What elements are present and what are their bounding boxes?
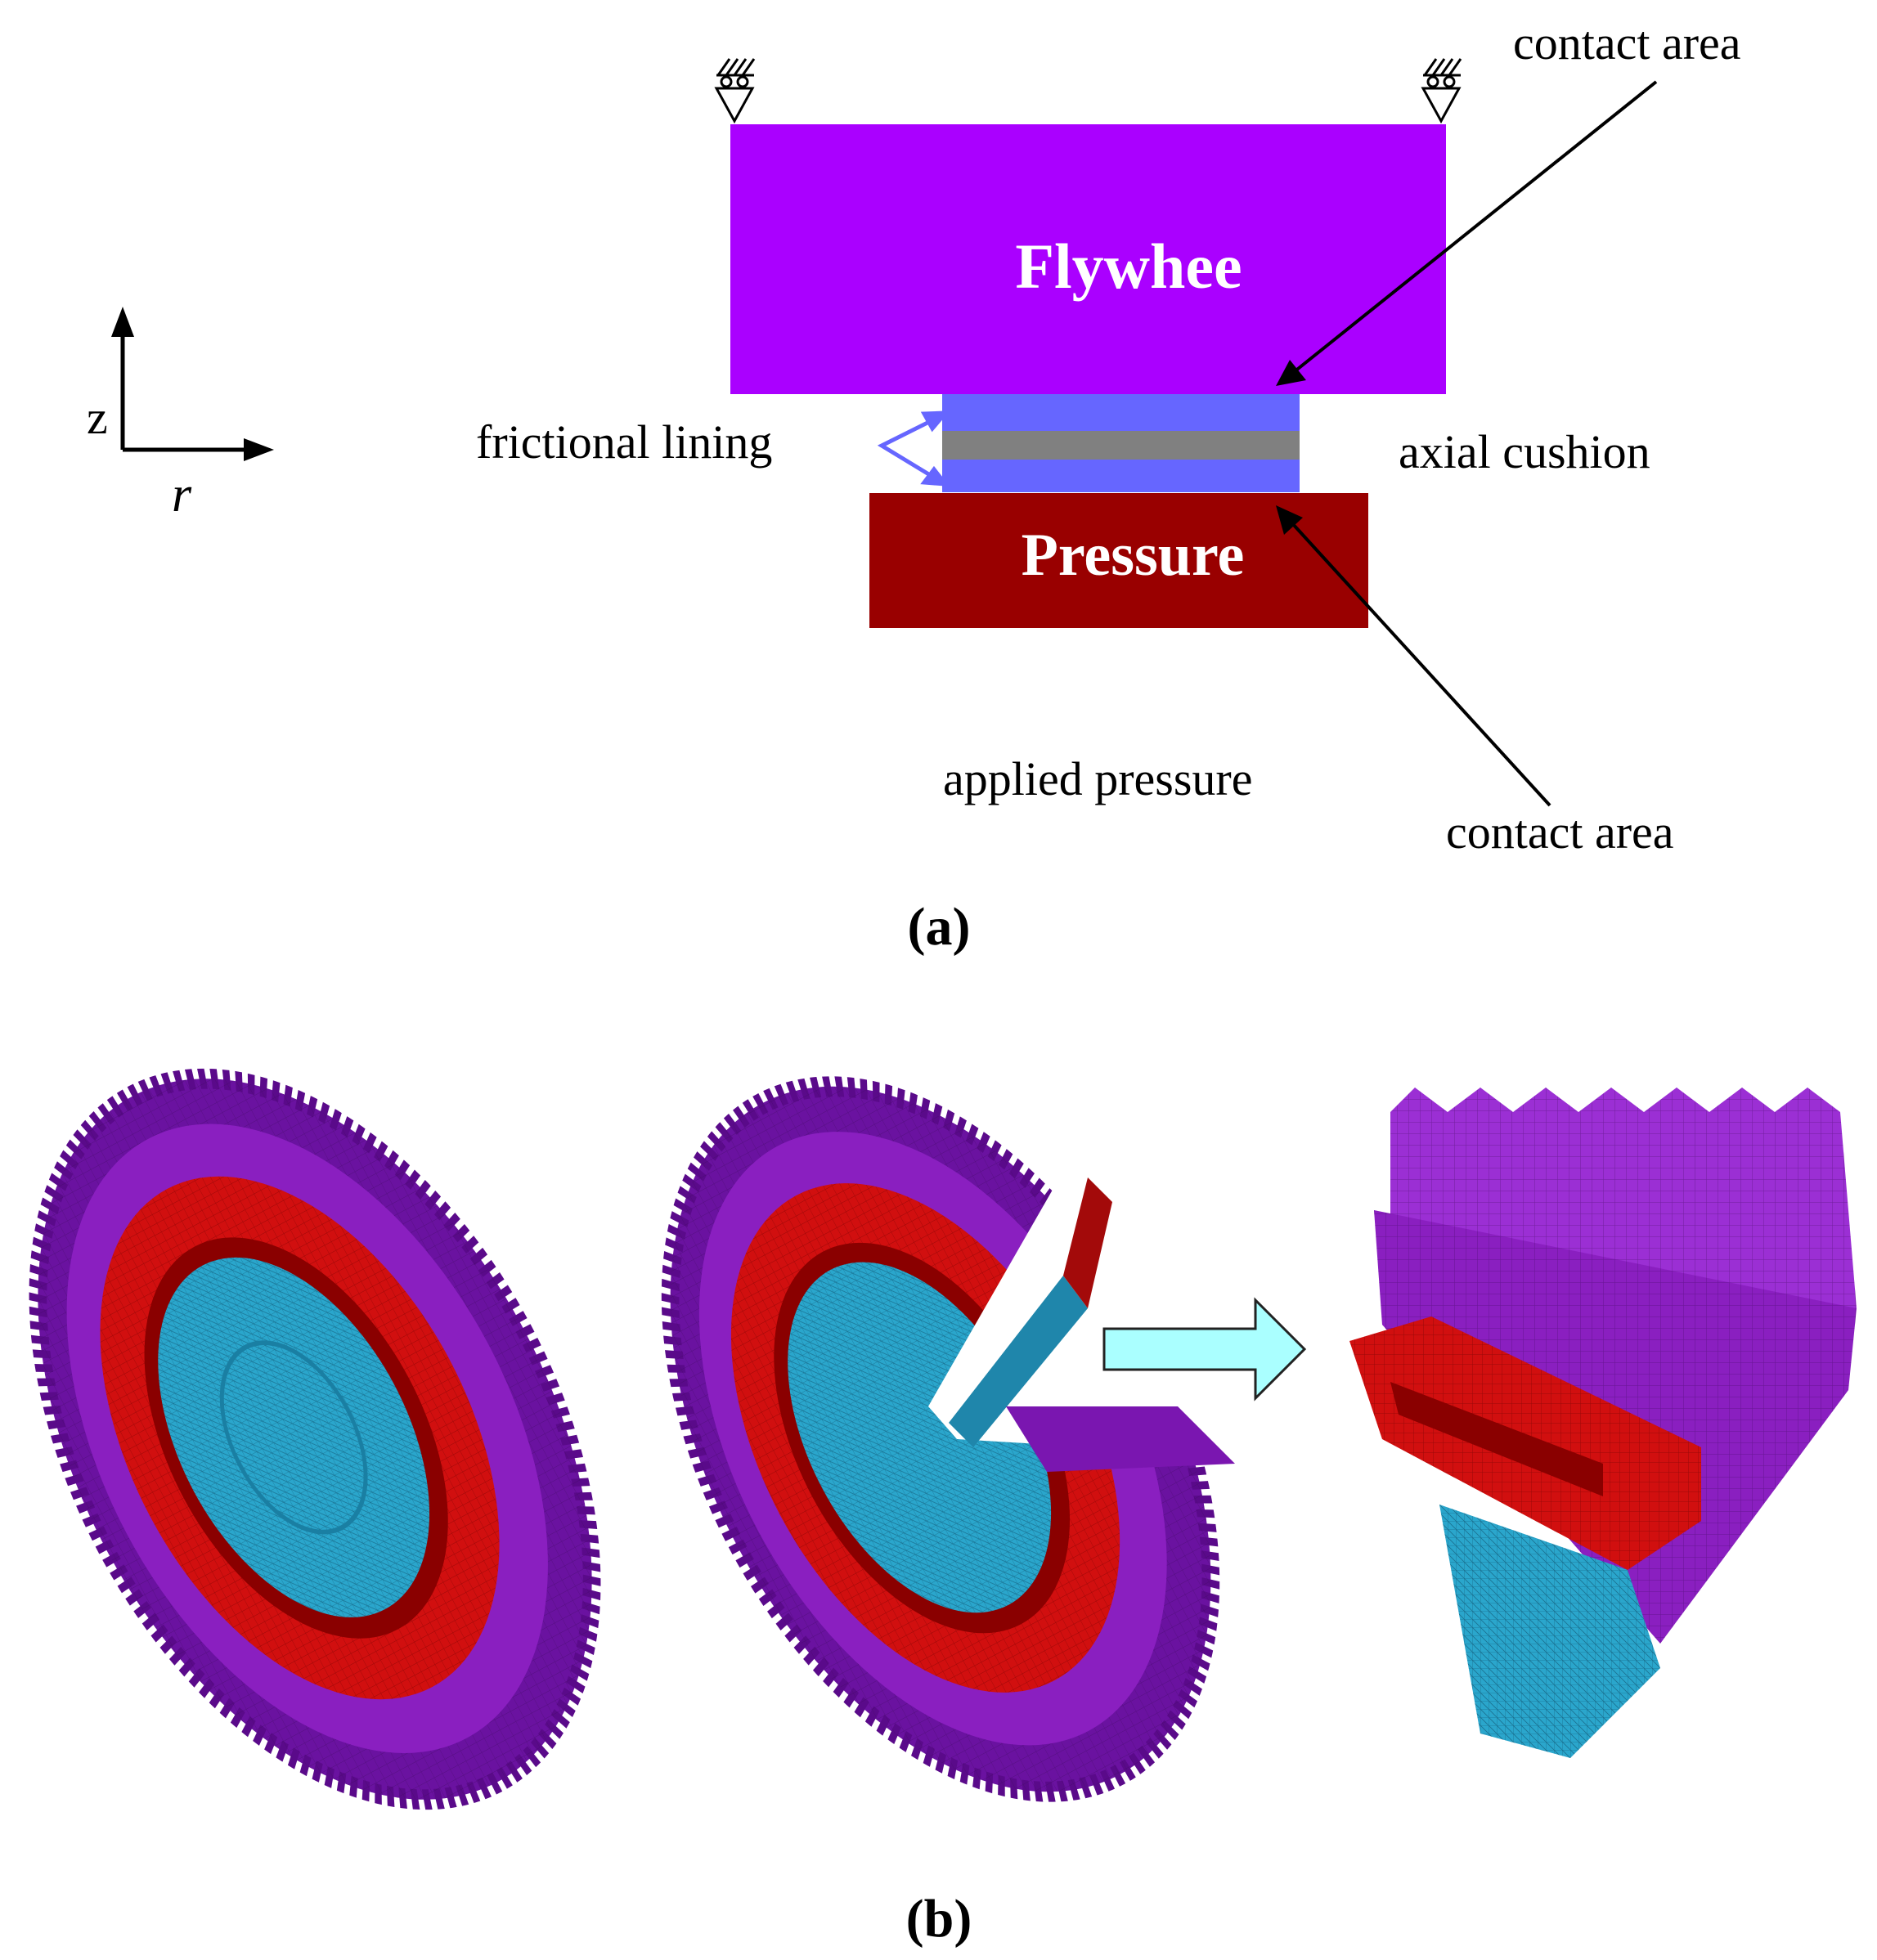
flywheel-label: Flywhee: [1015, 231, 1242, 302]
frictional-lining-bottom: [942, 460, 1300, 492]
frictional-lining-top: [942, 394, 1300, 431]
contact-area-top-arrow: [1276, 80, 1658, 386]
applied-pressure-label: applied pressure: [943, 752, 1252, 805]
sector-slice-model: [1349, 1088, 1857, 1758]
panel-a-caption: (a): [908, 897, 971, 957]
r-axis-label: r: [172, 467, 192, 523]
axes: z r: [87, 307, 274, 523]
axial-cushion-layer: [942, 431, 1300, 460]
panel-b-caption: (b): [906, 1889, 972, 1949]
support-right-icon: [1421, 58, 1462, 124]
panel-b: (b): [29, 1068, 1857, 1949]
transition-arrow-icon: [1102, 1297, 1307, 1402]
axial-cushion-label: axial cushion: [1399, 425, 1650, 478]
panel-a: z r Flywhee Pressure: [87, 16, 1741, 957]
contact-area-top-label: contact area: [1513, 16, 1741, 70]
full-clutch-model: [29, 1068, 601, 1810]
frictional-lining-arrows: [877, 410, 950, 487]
frictional-lining-label: frictional lining: [476, 415, 772, 469]
contact-area-bottom-arrow: [1276, 505, 1551, 807]
z-axis-label: z: [87, 391, 108, 444]
support-left-icon: [714, 58, 756, 124]
contact-area-bottom-label: contact area: [1446, 805, 1674, 859]
flywheel-block: [730, 124, 1446, 394]
pressure-label: Pressure: [1022, 522, 1245, 589]
cutaway-clutch-model: [661, 1076, 1235, 1802]
